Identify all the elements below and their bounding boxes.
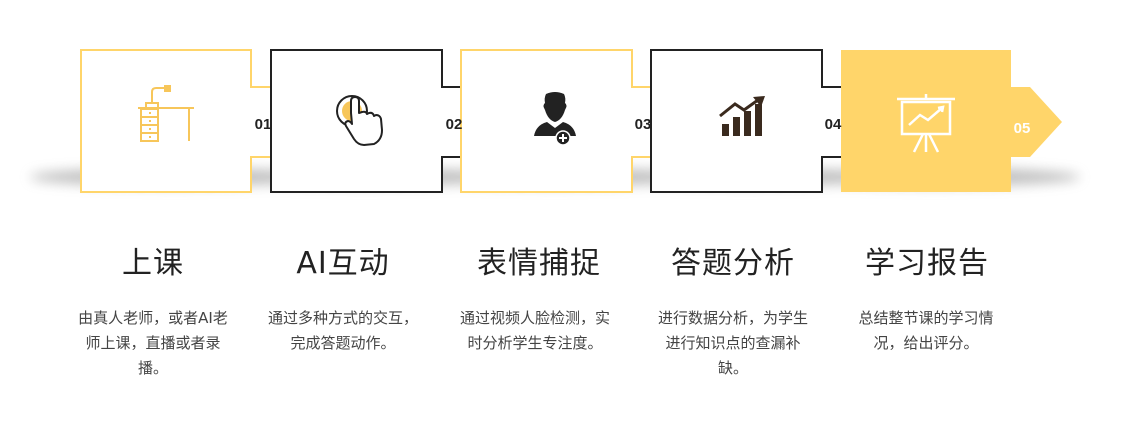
presentation-board-icon (897, 94, 955, 153)
growth-bar-chart-icon (719, 96, 765, 136)
step-3-number: 03 (635, 116, 652, 133)
step-2-title: AI互动 (296, 246, 390, 281)
step-1-title: 上课 (122, 246, 184, 281)
step-5-description: 总结整节课的学习情况，给出评分。 (858, 309, 994, 352)
step-3-description: 通过视频人脸检测，实时分析学生专注度。 (460, 309, 611, 352)
step-2-number: 02 (446, 116, 463, 133)
step-2-description: 通过多种方式的交互，完成答题动作。 (268, 309, 419, 352)
step-1-description: 由真人老师，或者AI老师上课，直播或者录播。 (78, 309, 228, 377)
step-4-description: 进行数据分析，为学生进行知识点的查漏补缺。 (658, 309, 809, 377)
step-5-box (841, 50, 1062, 192)
step-5-title: 学习报告 (865, 246, 989, 281)
step-1-number: 01 (255, 116, 272, 133)
step-4-number: 04 (825, 116, 842, 133)
classroom-desk-icon (138, 85, 194, 142)
step-4-title: 答题分析 (671, 246, 795, 281)
step-3-title: 表情捕捉 (477, 246, 601, 281)
user-add-icon (534, 92, 576, 146)
step-5-number: 05 (1014, 120, 1031, 137)
touch-finger-icon (336, 95, 383, 146)
